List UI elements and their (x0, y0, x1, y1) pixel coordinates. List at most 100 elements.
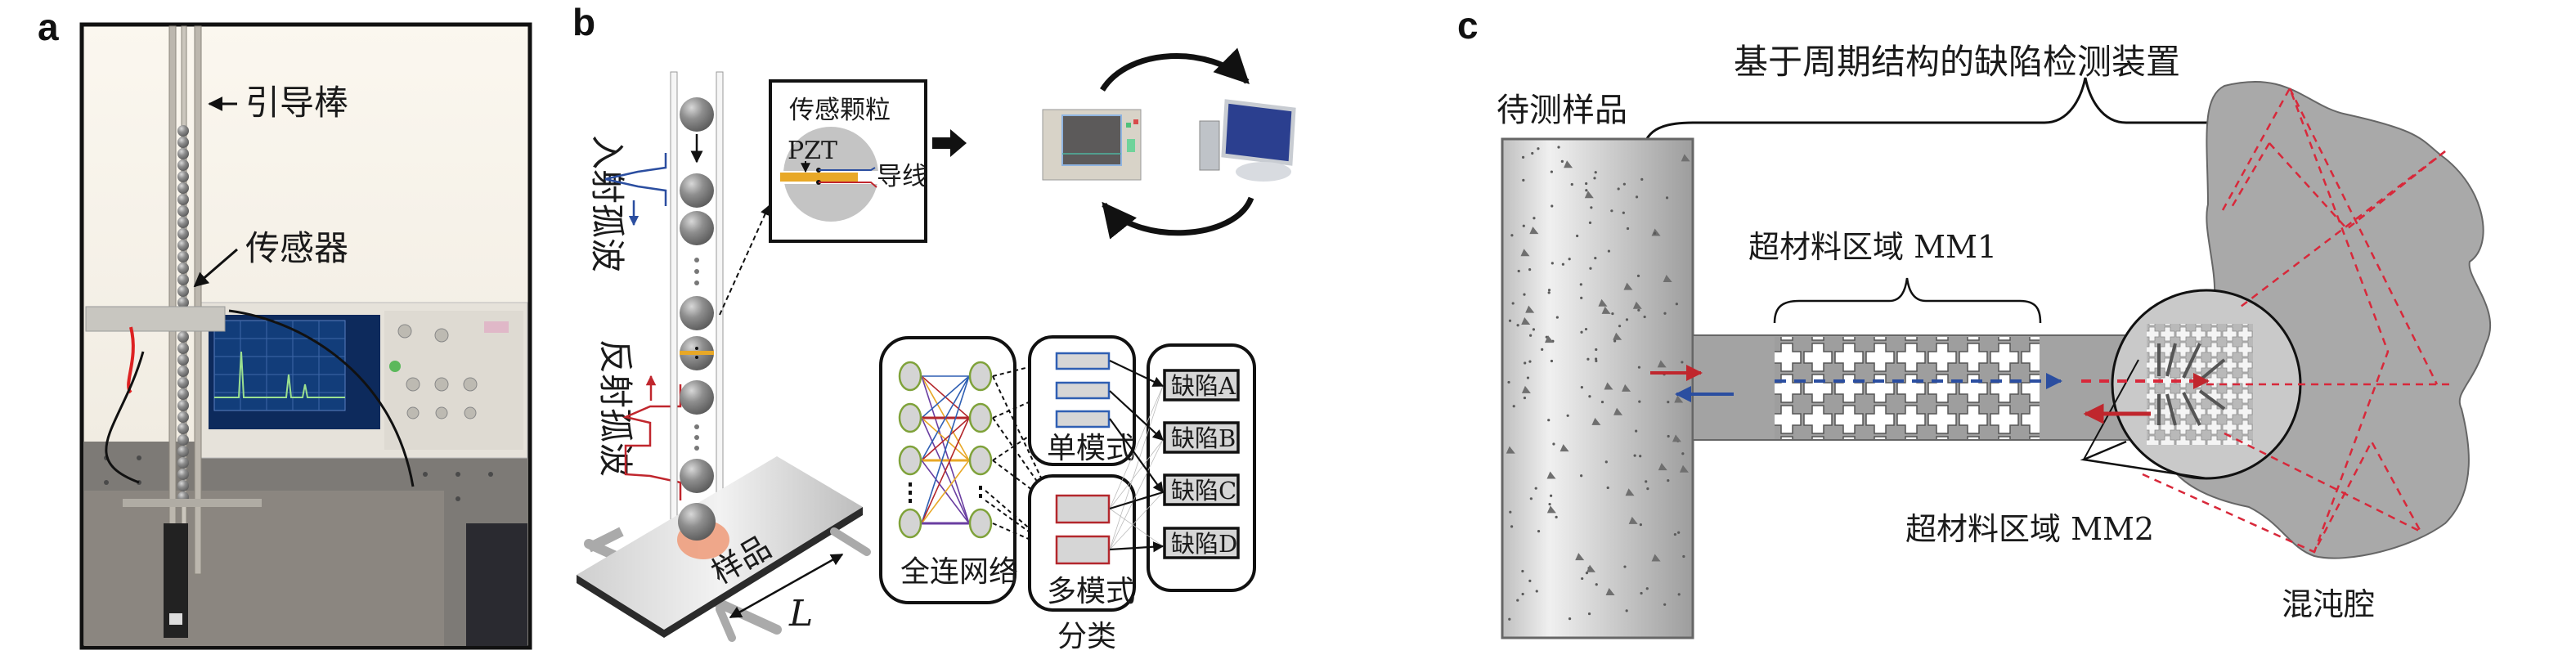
aggregate-speck (1552, 442, 1555, 446)
aggregate-speck (1529, 497, 1533, 500)
aggregate-speck (1595, 348, 1598, 352)
aggregate-speck (1595, 583, 1598, 586)
aggregate-speck (1521, 385, 1531, 393)
defect-item-b (1163, 421, 1240, 454)
aggregate-speck (1522, 178, 1525, 182)
defect-label: 缺陷D (1171, 530, 1237, 558)
aggregate-speck (1570, 182, 1573, 186)
aggregate-speck (1589, 267, 1592, 270)
label-wire: 导线 (877, 162, 927, 191)
defect-label: 缺陷A (1171, 372, 1236, 400)
aggregate-speck (1679, 464, 1689, 473)
aggregate-speck (1643, 315, 1646, 319)
label-reflected-wave: 反射孤波 (595, 339, 635, 477)
aggregate-speck (1580, 386, 1583, 389)
aggregate-speck (1639, 455, 1642, 458)
aggregate-speck (1677, 531, 1681, 534)
aggregate-speck (1561, 262, 1565, 266)
inset-pointer (719, 204, 770, 316)
aggregate-speck (1600, 400, 1604, 404)
aggregate-speck (1675, 303, 1678, 306)
length-arrow (729, 553, 844, 619)
aggregate-speck (1507, 380, 1510, 384)
aggregate-speck (1681, 452, 1685, 455)
aggregate-speck (1541, 348, 1544, 351)
aggregate-speck (1516, 324, 1519, 327)
aggregate-speck (1528, 360, 1532, 363)
aggregate-speck (1632, 301, 1642, 309)
aggregate-speck (1580, 474, 1583, 478)
aggregate-speck (1560, 159, 1564, 164)
input-node (898, 508, 922, 539)
aggregate-speck (1511, 302, 1515, 305)
metamaterial-mm1 (1775, 337, 2040, 439)
experiment-photo (79, 22, 532, 650)
label-mm2: 超材料区域 MM2 (1905, 511, 2154, 547)
aggregate-speck (1529, 334, 1533, 337)
aggregate-speck (1635, 195, 1639, 199)
panel-letter-c: c (1457, 4, 1479, 47)
aggregate-speck (1613, 339, 1617, 343)
aggregate-speck (1517, 269, 1520, 273)
aggregate-speck (1509, 510, 1512, 514)
input-node (898, 402, 922, 433)
aggregate-speck (1594, 357, 1598, 361)
guide-rods (85, 25, 262, 638)
aggregate-speck (1516, 599, 1519, 602)
aggregate-speck (1523, 396, 1527, 400)
panel-letter-a: a (38, 6, 59, 48)
aggregate-speck (1568, 258, 1571, 261)
label-pzt: PZT (788, 137, 837, 165)
aggregate-speck (1638, 400, 1641, 403)
aggregate-speck (1508, 319, 1512, 322)
aggregate-speck (1584, 191, 1594, 199)
aggregate-speck (1568, 617, 1572, 621)
single-mode-feature (1055, 410, 1111, 428)
flow-arrow (932, 129, 967, 157)
label-single-mode: 单模式 (1047, 432, 1135, 465)
aggregate-speck (1580, 330, 1583, 334)
aggregate-speck (1605, 588, 1615, 596)
aggregate-speck (1595, 359, 1598, 363)
label-fc-network: 全连网络 (900, 555, 1018, 589)
aggregate-speck (1585, 182, 1588, 186)
multi-mode-feature (1055, 494, 1111, 524)
reflected-pulse (622, 384, 682, 500)
aggregate-speck (1613, 407, 1623, 415)
computer-icon (1199, 99, 1296, 182)
aggregate-speck (1586, 564, 1595, 572)
aggregate-speck (1665, 196, 1669, 200)
aggregate-speck (1667, 479, 1670, 482)
test-specimen (1501, 137, 1694, 639)
defect-item-d (1163, 527, 1240, 559)
aggregate-speck (1623, 282, 1633, 290)
aggregate-speck (1618, 325, 1622, 328)
aggregate-speck (1622, 384, 1631, 392)
aggregate-speck (1544, 335, 1554, 343)
aggregate-speck (1557, 146, 1560, 149)
aggregate-speck (1521, 155, 1525, 159)
aggregate-speck (1555, 515, 1558, 518)
aggregate-speck (1506, 446, 1515, 454)
oscilloscope-icon (1042, 109, 1142, 181)
single-mode-feature (1055, 381, 1111, 400)
cycle-arrow-top (1100, 47, 1250, 92)
wave-arrows (1650, 365, 2210, 424)
aggregate-speck (1625, 609, 1628, 612)
aggregate-speck (1639, 523, 1642, 527)
aggregate-speck (1590, 206, 1593, 209)
multi-mode-feature (1055, 535, 1111, 565)
aggregate-speck (1593, 177, 1596, 180)
label-sensor: 传感器 (245, 228, 348, 268)
aggregate-speck (1584, 327, 1588, 331)
label-device: 基于周期结构的缺陷检测装置 (1734, 42, 2180, 82)
hidden-node (968, 361, 993, 392)
aggregate-speck (1667, 434, 1670, 438)
granular-chain-tube (670, 71, 724, 527)
aggregate-speck (1646, 487, 1649, 491)
aggregate-speck (1576, 234, 1579, 238)
aggregate-speck (1551, 204, 1554, 208)
aggregate-speck (1623, 565, 1627, 568)
aggregate-speck (1529, 227, 1539, 235)
aggregate-speck (1625, 318, 1629, 321)
